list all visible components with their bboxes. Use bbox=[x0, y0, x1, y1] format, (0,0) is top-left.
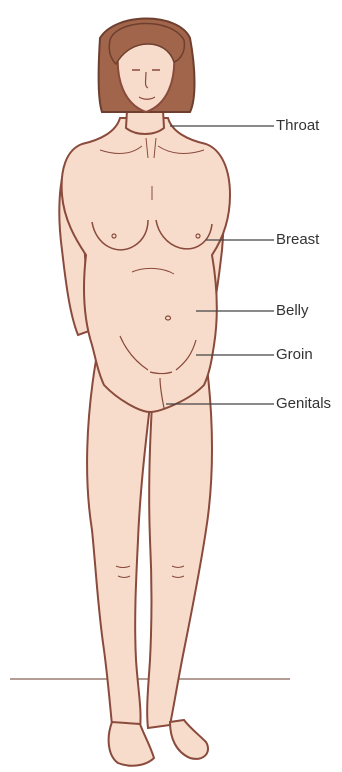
breast-label: Breast bbox=[276, 231, 319, 249]
genitals-label: Genitals bbox=[276, 395, 331, 413]
groin-label: Groin bbox=[276, 346, 313, 364]
belly-label: Belly bbox=[276, 302, 309, 320]
throat-label: Throat bbox=[276, 117, 319, 135]
right-foot bbox=[170, 720, 208, 759]
left-leg bbox=[87, 360, 150, 728]
right-leg bbox=[147, 360, 212, 728]
